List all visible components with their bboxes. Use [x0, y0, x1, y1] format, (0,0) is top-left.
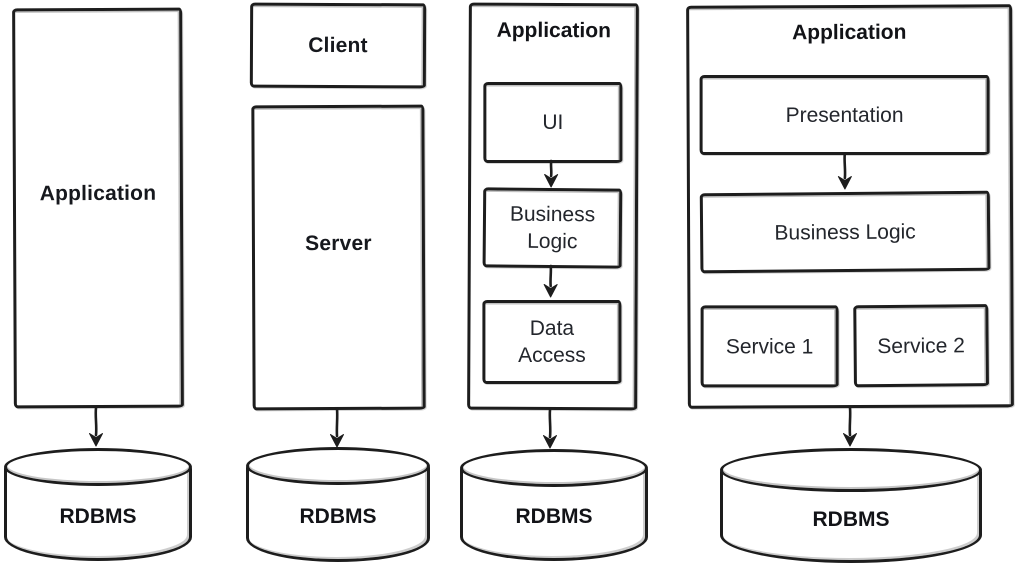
box-service-1: Service 1: [700, 305, 839, 388]
db-label: RDBMS: [812, 508, 890, 531]
box-data-access: Data Access: [482, 299, 622, 384]
box-service-2: Service 2: [853, 304, 989, 388]
box-business-logic: Business Logic: [482, 187, 623, 269]
cylinder-top-ellipse: [720, 448, 982, 492]
cylinder-top-ellipse: [460, 449, 648, 487]
arrow-down-icon: [543, 264, 558, 298]
arrow-down-icon: [543, 408, 557, 449]
arrow-down-icon: [544, 159, 559, 188]
arrow-down-icon: [837, 152, 852, 190]
box-ui: UI: [483, 81, 623, 163]
cylinder-top-ellipse: [4, 448, 192, 486]
box-data-access-label: Data Access: [518, 316, 586, 367]
box-application-three-tier: Application UI Business Logic Data Acces…: [467, 2, 639, 411]
arrow-down-icon: [843, 406, 857, 447]
box-service-1-label: Service 1: [725, 334, 814, 358]
box-application-three-tier-label: Application: [496, 18, 611, 43]
box-server-label: Server: [305, 231, 372, 255]
box-service-2-label: Service 2: [877, 333, 965, 358]
db-cylinder: RDBMS: [246, 447, 430, 562]
box-business-logic: Business Logic: [699, 190, 991, 274]
box-presentation-label: Presentation: [785, 103, 904, 127]
box-application-monolith: Application: [12, 7, 184, 409]
box-ui-label: UI: [542, 110, 564, 134]
db-label: RDBMS: [299, 505, 377, 528]
db-cylinder: RDBMS: [720, 448, 982, 563]
box-client: Client: [249, 2, 427, 89]
box-business-logic-label: Business Logic: [509, 202, 596, 254]
db-cylinder: RDBMS: [4, 448, 192, 561]
cylinder-top-ellipse: [246, 447, 430, 485]
arrow-down-icon: [89, 406, 103, 447]
box-application-service-based: Application Presentation Business Logic …: [686, 4, 1014, 409]
db-label: RDBMS: [59, 505, 137, 528]
box-server: Server: [251, 104, 426, 411]
box-presentation: Presentation: [699, 75, 990, 156]
db-label: RDBMS: [515, 505, 593, 528]
box-application-service-based-label: Application: [792, 20, 907, 45]
box-business-logic-label: Business Logic: [774, 219, 916, 245]
box-application-monolith-label: Application: [39, 181, 157, 206]
arrow-down-icon: [330, 407, 344, 448]
box-client-label: Client: [308, 33, 368, 57]
db-cylinder: RDBMS: [460, 449, 648, 561]
